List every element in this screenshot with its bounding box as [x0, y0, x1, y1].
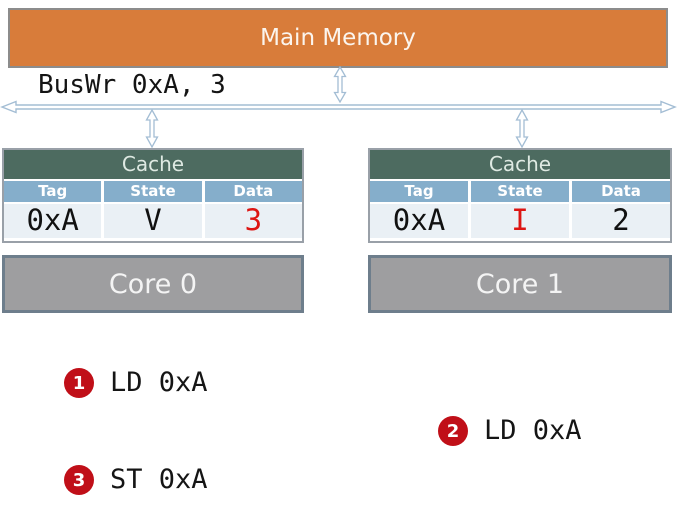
cache0-data-row: 0xA V 3: [4, 204, 302, 238]
cache0-tag-cell: 0xA: [4, 204, 102, 238]
core0-box: Core 0: [2, 255, 304, 313]
cache0-data-cell: 3: [204, 204, 302, 238]
step-1-label: LD 0xA: [110, 367, 208, 398]
step-3: 3 ST 0xA: [64, 465, 208, 495]
cache0-col-data: Data: [204, 181, 302, 202]
cache1-state-cell: I: [471, 204, 569, 238]
cache0-table: Cache Tag State Data 0xA V 3: [2, 148, 304, 243]
step-3-label: ST 0xA: [110, 464, 208, 495]
cache1-col-tag: Tag: [370, 181, 468, 202]
cache1-col-state: State: [471, 181, 569, 202]
cache1-header-row: Tag State Data: [370, 181, 670, 202]
cache0-header-row: Tag State Data: [4, 181, 302, 202]
step-2-badge: 2: [438, 416, 468, 446]
core0-label: Core 0: [108, 268, 198, 300]
cache0-col-state: State: [104, 181, 202, 202]
step-3-badge: 3: [64, 465, 94, 495]
cache0-col-tag: Tag: [4, 181, 102, 202]
cache1-tag-cell: 0xA: [370, 204, 468, 238]
main-memory-label: Main Memory: [260, 25, 416, 51]
cache1-col-data: Data: [572, 181, 670, 202]
bus-cache1-arrow: [515, 109, 529, 148]
core1-box: Core 1: [368, 255, 672, 313]
cache0-state-cell: V: [104, 204, 202, 238]
bus-transaction-label: BusWr 0xA, 3: [38, 70, 226, 100]
cache0-title: Cache: [4, 150, 302, 179]
step-2: 2 LD 0xA: [438, 416, 582, 446]
cache1-data-row: 0xA I 2: [370, 204, 670, 238]
main-memory-box: Main Memory: [8, 8, 668, 68]
cache1-data-cell: 2: [572, 204, 670, 238]
step-1-badge: 1: [64, 368, 94, 398]
step-1: 1 LD 0xA: [64, 368, 208, 398]
cache1-title: Cache: [370, 150, 670, 179]
core1-label: Core 1: [475, 268, 565, 300]
memory-bus-arrow: [333, 66, 347, 103]
step-2-label: LD 0xA: [484, 415, 582, 446]
cache1-table: Cache Tag State Data 0xA I 2: [368, 148, 672, 243]
bus-cache0-arrow: [145, 109, 159, 148]
bus-arrow: [0, 100, 677, 114]
